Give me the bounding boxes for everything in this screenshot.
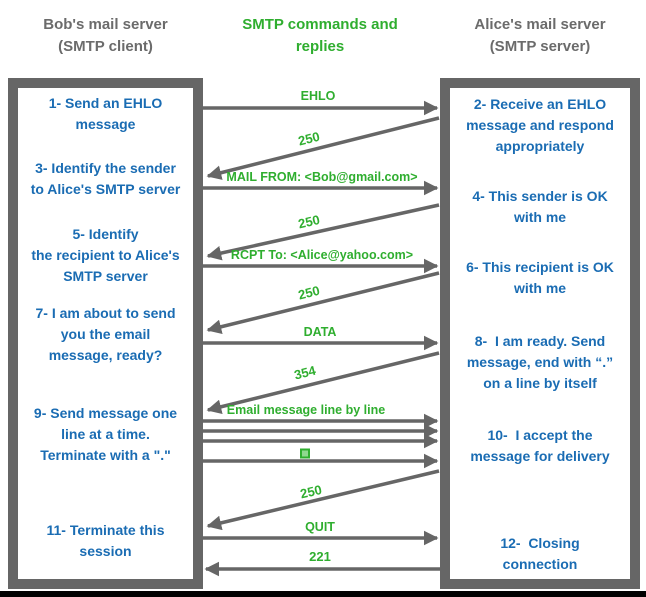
arrow-label: 221 [309,549,331,564]
dot-terminator-icon [300,448,310,459]
server-step-12: 12- Closing connection [500,535,580,572]
client-step-9: 9- Send message one line at a time. Term… [33,405,178,463]
client-step-3: 3- Identify the sender to Alice's SMTP s… [30,160,181,197]
smtp-arrow [206,271,440,334]
arrow-label: DATA [304,325,337,339]
smtp-arrow [206,469,440,531]
client-column-header: Bob's mail server (SMTP client) [43,16,168,55]
bottom-bar [0,591,646,597]
arrow-label: Email message line by line [227,403,385,417]
server-step-10: 10- I accept the message for delivery [470,427,610,464]
smtp-client-box: 1- Send an EHLO message 3- Identify the … [8,78,203,589]
arrow-label: 250 [299,482,324,501]
client-step-1: 1- Send an EHLO message [48,95,163,132]
arrow-label: 250 [297,212,322,231]
middle-column-header: SMTP commands and replies [242,16,398,55]
arrow-label: RCPT To: <Alice@yahoo.com> [231,248,413,262]
arrow-label: QUIT [305,520,335,534]
server-step-6: 6- This recipient is OK with me [466,259,614,296]
arrow-label: 354 [293,363,318,383]
client-step-11: 11- Terminate this session [46,522,165,559]
server-column-header: Alice's mail server (SMTP server) [474,16,606,55]
arrow-label: MAIL FROM: <Bob@gmail.com> [226,170,417,184]
arrow-label: 250 [297,129,322,149]
smtp-arrow [206,203,440,261]
server-step-8: 8- I am ready. Send message, end with “.… [466,333,614,391]
server-step-4: 4- This sender is OK with me [472,188,608,225]
server-step-2: 2- Receive an EHLO message and respond a… [466,96,614,154]
smtp-arrow [206,116,440,180]
client-step-7: 7- I am about to send you the email mess… [35,305,176,363]
arrow-label: EHLO [301,89,336,103]
arrow-label: 250 [297,283,322,303]
smtp-arrow [206,351,440,414]
smtp-server-box: 2- Receive an EHLO message and respond a… [440,78,640,589]
client-step-5: 5- Identify the recipient to Alice's SMT… [31,226,180,284]
